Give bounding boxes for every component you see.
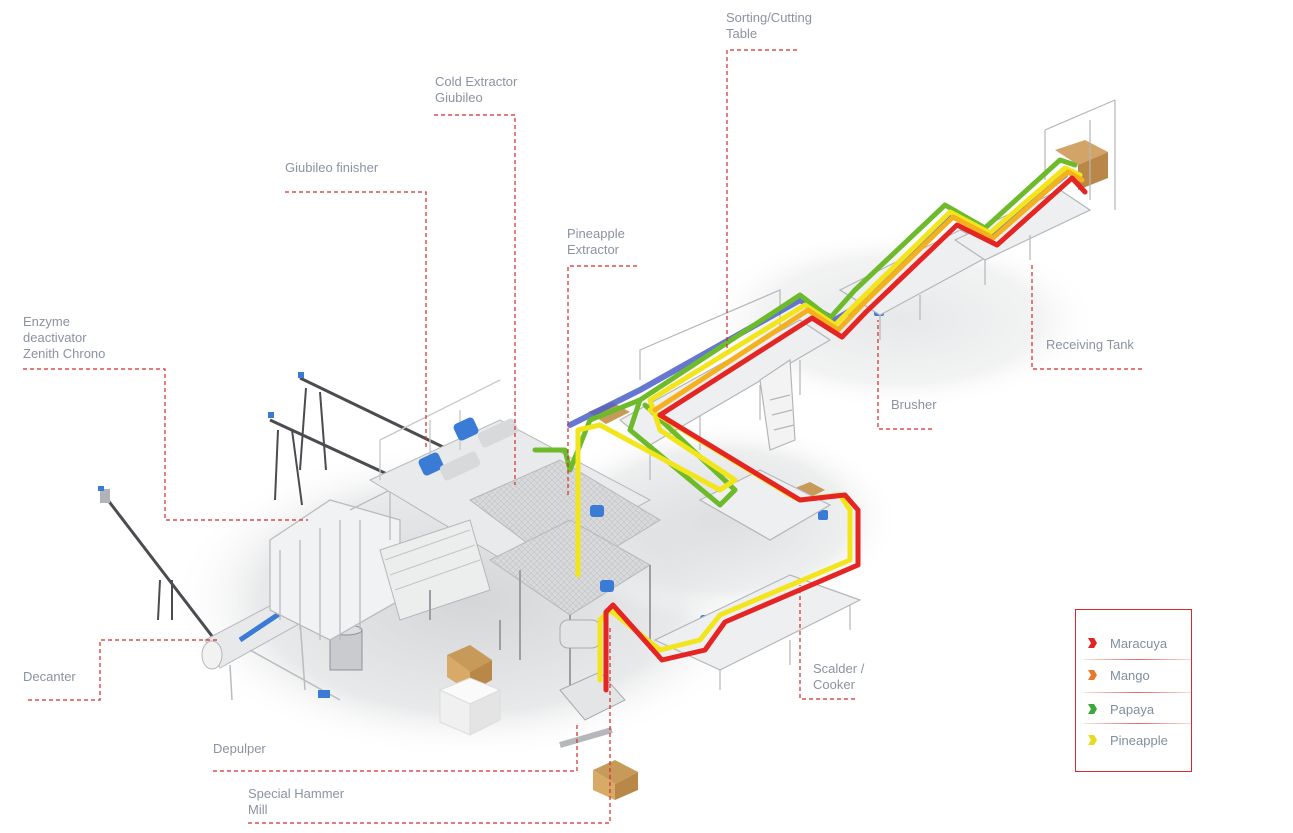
leader-decanter [28, 639, 220, 701]
legend-item-papaya: Papaya [1086, 697, 1186, 721]
flow-path-papaya [532, 157, 1078, 473]
label-cold-extractor-giubileo: Cold Extractor Giubileo [435, 74, 518, 105]
leader-depulper [213, 725, 578, 772]
legend-label: Papaya [1110, 701, 1155, 717]
legend-label: Maracuya [1110, 635, 1168, 651]
legend-item-maracuya: Maracuya [1086, 631, 1186, 655]
legend: Maracuya Mango Papaya Pineapple [1075, 609, 1192, 772]
label-enzyme-deactivator: Enzyme deactivator Zenith Chrono [23, 314, 106, 361]
label-brusher: Brusher [891, 397, 937, 412]
label-sorting-cutting-table: Sorting/Cutting Table [726, 10, 812, 41]
leader-cold-extractor [434, 114, 516, 485]
leader-enzyme-deactivator [23, 368, 308, 521]
flow-path-pineapple [575, 165, 1083, 578]
legend-divider [1084, 659, 1192, 660]
chevron-right-icon [1088, 735, 1097, 745]
leader-lines [23, 49, 1142, 824]
label-scalder-cooker: Scalder / Cooker [813, 661, 865, 692]
leader-special-hammer-mill [248, 625, 611, 824]
enzyme-deactivator-machine [269, 488, 401, 641]
screw-conveyor-upper [268, 372, 471, 506]
legend-item-pineapple: Pineapple [1086, 728, 1186, 752]
leader-brusher [877, 320, 932, 430]
legend-divider [1084, 723, 1192, 724]
chevron-right-icon [1088, 670, 1097, 680]
depulper-machine [559, 671, 626, 748]
legend-label: Pineapple [1110, 732, 1168, 748]
legend-label: Mango [1110, 667, 1150, 683]
leader-receiving-tank [1031, 265, 1142, 370]
chevron-right-icon [1088, 638, 1097, 648]
flow-path-maracuya-lower [603, 412, 861, 693]
legend-item-mango: Mango [1086, 663, 1186, 687]
flow-paths [532, 157, 1088, 693]
flow-path-maracuya [657, 175, 1088, 418]
label-pineapple-extractor: Pineapple Extractor [567, 226, 625, 257]
label-receiving-tank: Receiving Tank [1046, 337, 1134, 352]
screw-conveyor-decanter [98, 486, 217, 641]
leader-pineapple-extractor [567, 265, 637, 495]
label-giubileo-finisher: Giubileo finisher [285, 160, 379, 175]
chevron-right-icon [1088, 704, 1097, 714]
legend-divider [1084, 692, 1192, 693]
bins [438, 140, 1108, 800]
label-depulper: Depulper [213, 741, 266, 756]
leader-sorting-cutting-table [726, 49, 797, 350]
leader-giubileo-finisher [285, 191, 427, 450]
label-special-hammer-mill: Special Hammer Mill [248, 786, 345, 817]
label-decanter: Decanter [23, 669, 76, 684]
flow-path-mango [652, 169, 1085, 413]
